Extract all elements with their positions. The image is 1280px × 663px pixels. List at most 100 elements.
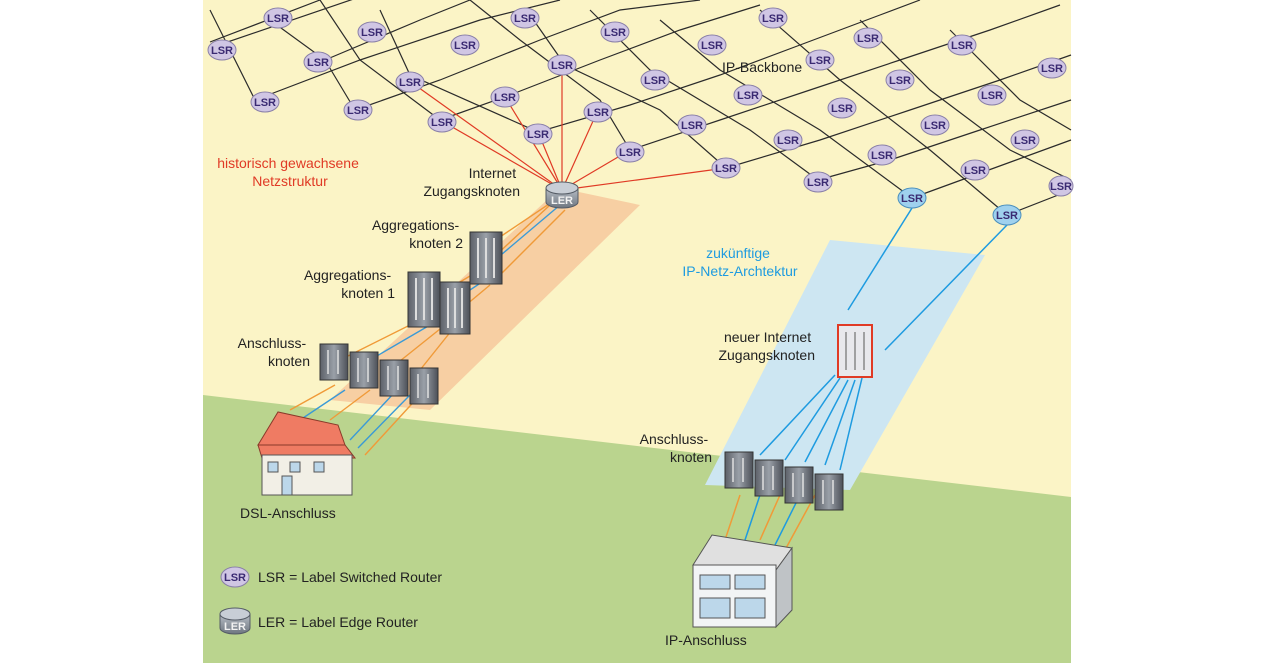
- svg-text:LSR: LSR: [681, 120, 703, 132]
- svg-text:LSR: LSR: [964, 165, 986, 177]
- svg-text:LSR: LSR: [809, 55, 831, 67]
- legend-lsr-icon: LSR: [220, 566, 250, 588]
- lsr-router: LSR: [960, 159, 990, 181]
- lsr-router: LSR: [805, 49, 835, 71]
- lsr-router: LSR: [867, 144, 897, 166]
- lsr-router: LSR: [733, 84, 763, 106]
- access-nodes-right: [724, 451, 844, 511]
- svg-text:LSR: LSR: [454, 40, 476, 52]
- svg-text:LSR: LSR: [1041, 63, 1063, 75]
- svg-text:LSR: LSR: [267, 13, 289, 25]
- svg-text:LSR: LSR: [361, 27, 383, 39]
- ler-router: LER: [545, 181, 579, 209]
- legend-lsr-text: LSR = Label Switched Router: [258, 569, 442, 585]
- svg-text:LSR: LSR: [307, 57, 329, 69]
- lsr-router-blue: LSR: [897, 187, 927, 209]
- lsr-router: LSR: [600, 21, 630, 43]
- lsr-router: LSR: [357, 21, 387, 43]
- svg-text:LSR: LSR: [924, 120, 946, 132]
- label-future-architecture: zukünftige IP-Netz-Archtektur: [682, 245, 797, 279]
- svg-text:LSR: LSR: [224, 572, 246, 584]
- lsr-router: LSR: [1048, 175, 1074, 197]
- lsr-router: LSR: [615, 141, 645, 163]
- lsr-router: LSR: [395, 71, 425, 93]
- new-access-node: [837, 324, 873, 378]
- svg-text:LSR: LSR: [514, 13, 536, 25]
- label-access-node-right: Anschluss- knoten: [640, 431, 712, 465]
- lsr-router: LSR: [977, 84, 1007, 106]
- svg-text:LSR: LSR: [901, 193, 923, 205]
- label-new-access-node: neuer Internet Zugangsknoten: [718, 329, 815, 363]
- lsr-router: LSR: [343, 99, 373, 121]
- svg-text:LSR: LSR: [527, 129, 549, 141]
- legend-ler-text: LER = Label Edge Router: [258, 614, 418, 630]
- lsr-router: LSR: [711, 157, 741, 179]
- svg-text:LSR: LSR: [715, 163, 737, 175]
- svg-text:LSR: LSR: [857, 33, 879, 45]
- background-ground: [203, 395, 1071, 663]
- label-ip-backbone: IP-Backbone: [722, 59, 802, 75]
- svg-text:LSR: LSR: [494, 92, 516, 104]
- label-dsl-connection: DSL-Anschluss: [240, 505, 336, 521]
- lsr-router-blue: LSR: [992, 204, 1022, 226]
- lsr-router: LSR: [947, 34, 977, 56]
- lsr-router: LSR: [427, 111, 457, 133]
- lsr-router: LSR: [697, 34, 727, 56]
- lsr-router: LSR: [207, 39, 237, 61]
- svg-text:LSR: LSR: [587, 107, 609, 119]
- svg-text:LSR: LSR: [619, 147, 641, 159]
- lsr-router: LSR: [640, 69, 670, 91]
- building-icon: [692, 534, 793, 629]
- svg-text:LSR: LSR: [831, 103, 853, 115]
- lsr-router: LSR: [773, 129, 803, 151]
- svg-text:LSR: LSR: [807, 177, 829, 189]
- svg-text:LSR: LSR: [889, 75, 911, 87]
- svg-text:LSR: LSR: [951, 40, 973, 52]
- svg-text:LSR: LSR: [1050, 181, 1072, 193]
- lsr-router: LSR: [523, 123, 553, 145]
- svg-text:LSR: LSR: [347, 105, 369, 117]
- access-nodes-left: [319, 343, 439, 405]
- svg-text:LSR: LSR: [777, 135, 799, 147]
- lsr-router: LSR: [263, 7, 293, 29]
- svg-text:LSR: LSR: [551, 60, 573, 72]
- lsr-router: LSR: [450, 34, 480, 56]
- label-aggregation-node-1: Aggregations- knoten 1: [304, 267, 395, 301]
- svg-text:LSR: LSR: [737, 90, 759, 102]
- label-ip-connection: IP-Anschluss: [665, 632, 747, 648]
- lsr-router: LSR: [547, 54, 577, 76]
- lsr-router: LSR: [303, 51, 333, 73]
- lsr-router: LSR: [1037, 57, 1067, 79]
- svg-text:LSR: LSR: [1014, 135, 1036, 147]
- lsr-router: LSR: [677, 114, 707, 136]
- label-historic-structure: historisch gewachsene Netzstruktur: [217, 155, 363, 189]
- legend: LSR LSR = Label Switched Router LER LER …: [219, 566, 442, 635]
- lsr-router: LSR: [885, 69, 915, 91]
- lsr-router: LSR: [758, 7, 788, 29]
- svg-text:LSR: LSR: [996, 210, 1018, 222]
- aggregation-node-1: [407, 271, 471, 335]
- svg-text:LSR: LSR: [871, 150, 893, 162]
- lsr-router: LSR: [1010, 129, 1040, 151]
- lsr-router: LSR: [583, 101, 613, 123]
- label-access-node-left: Anschluss- knoten: [238, 335, 310, 369]
- lsr-router: LSR: [250, 91, 280, 113]
- svg-text:LER: LER: [551, 195, 573, 207]
- red-links: [407, 65, 727, 191]
- lsr-router: LSR: [803, 171, 833, 193]
- svg-text:LSR: LSR: [399, 77, 421, 89]
- lsr-router: LSR: [827, 97, 857, 119]
- lsr-router: LSR: [490, 86, 520, 108]
- lsr-router: LSR: [510, 7, 540, 29]
- aggregation-node-2: [469, 231, 503, 285]
- svg-text:LSR: LSR: [211, 45, 233, 57]
- svg-text:LSR: LSR: [981, 90, 1003, 102]
- lsr-router: LSR: [920, 114, 950, 136]
- legend-ler-icon: LER: [219, 607, 251, 635]
- svg-text:LSR: LSR: [431, 117, 453, 129]
- lsr-routers: LSR LSR LSR LSR LSR LSR LSR LSR LSR LSR …: [207, 7, 1074, 226]
- svg-text:LSR: LSR: [254, 97, 276, 109]
- svg-text:LSR: LSR: [644, 75, 666, 87]
